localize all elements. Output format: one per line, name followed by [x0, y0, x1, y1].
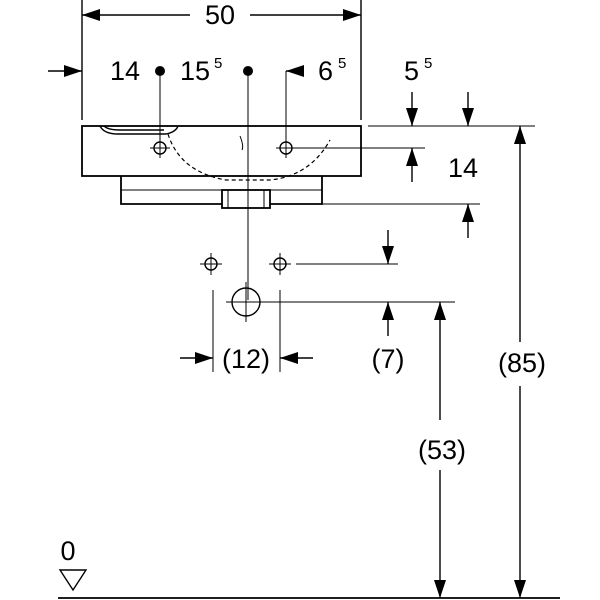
- supply-left: [200, 253, 222, 275]
- dimension-drain-height: (53): [418, 302, 466, 598]
- tap-hole-left-marker: [155, 66, 165, 76]
- label-width-total: 50: [205, 0, 235, 30]
- label-drain-rise: (7): [372, 344, 405, 374]
- label-basin-height: 14: [448, 153, 478, 183]
- dimension-width-total: 50: [81, 0, 362, 120]
- dimension-tap-positions: 14 15 5 6 5: [48, 55, 346, 86]
- supply-right: [269, 253, 291, 275]
- tap-hole-left: [150, 138, 170, 158]
- dimension-basin-height: 14: [270, 147, 480, 238]
- dimension-rim-offset: 5 5: [368, 55, 535, 127]
- label-drain-spacing: (12): [222, 344, 270, 374]
- label-rim-offset-sup: 5: [424, 55, 432, 72]
- floor-level-symbol: [58, 569, 88, 592]
- label-tap-left: 14: [110, 56, 140, 86]
- dimension-drain-spacing: (12): [180, 290, 313, 374]
- floor-reference: 0: [58, 536, 560, 599]
- label-center: 15: [180, 56, 210, 86]
- label-rim-offset: 5: [404, 56, 419, 86]
- center-marker: [243, 66, 253, 76]
- label-tap-right-sup: 5: [338, 55, 346, 72]
- washbasin-body: [81, 125, 362, 209]
- dimension-rim-height: (85): [498, 126, 546, 598]
- label-tap-right: 6: [318, 56, 333, 86]
- label-center-sup: 5: [214, 55, 222, 72]
- dimension-drain-rise: (7): [372, 302, 405, 374]
- tap-hole-right: [276, 138, 296, 158]
- label-rim-height: (85): [498, 348, 546, 378]
- waste-outlet: [226, 282, 266, 322]
- label-drain-height: (53): [418, 435, 466, 465]
- label-floor-level: 0: [60, 536, 75, 566]
